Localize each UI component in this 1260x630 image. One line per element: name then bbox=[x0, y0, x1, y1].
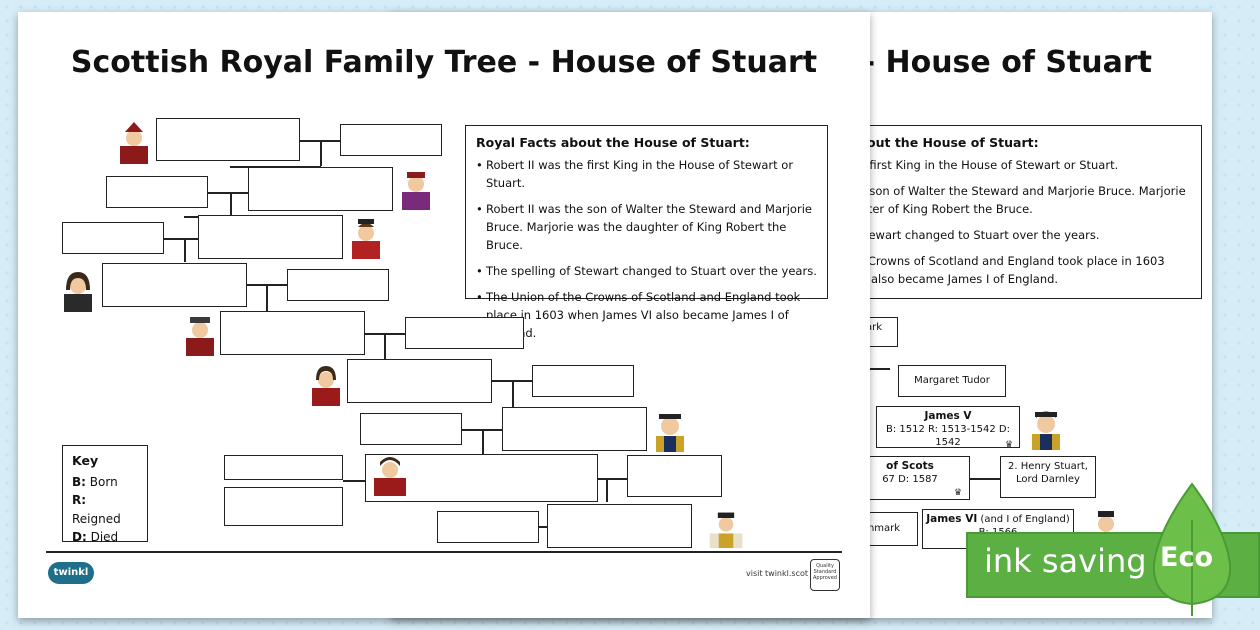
key-row-born: B: Born bbox=[72, 473, 138, 492]
tree-line bbox=[320, 140, 322, 166]
back-denmark-text: nmark bbox=[867, 523, 901, 534]
portrait-james-iv-icon bbox=[312, 366, 340, 406]
facts-box: Royal Facts about the House of Stuart: R… bbox=[465, 125, 828, 340]
name-box-1[interactable] bbox=[156, 118, 300, 161]
tree-line bbox=[164, 238, 198, 240]
tree-line bbox=[539, 526, 547, 528]
spouse-box-3[interactable] bbox=[62, 222, 164, 254]
eco-label: Eco bbox=[1160, 542, 1213, 573]
back-box-james-v: James V B: 1512 R: 1513-1542 D: 1542 bbox=[876, 406, 1020, 448]
back-box-mary: of Scots 67 D: 1587 bbox=[850, 456, 970, 500]
name-box-4[interactable] bbox=[102, 263, 247, 307]
tree-line bbox=[208, 192, 250, 194]
key-meaning: Died bbox=[90, 530, 119, 544]
spouse-box-2[interactable] bbox=[106, 176, 208, 208]
worksheet-front: Scottish Royal Family Tree - House of St… bbox=[18, 12, 870, 618]
back-james-vi-name: James VI bbox=[926, 513, 978, 525]
spouse-box-9[interactable] bbox=[437, 511, 539, 543]
key-title: Key bbox=[72, 453, 99, 468]
portrait-james-ii-icon bbox=[64, 272, 92, 312]
visit-link[interactable]: visit twinkl.scot bbox=[746, 569, 808, 578]
key-letter: B: bbox=[72, 474, 86, 489]
crown-icon: ♛ bbox=[954, 488, 963, 498]
name-box-2[interactable] bbox=[248, 167, 393, 211]
key-letter: D: bbox=[72, 530, 87, 544]
tree-line bbox=[482, 429, 484, 454]
back-margaret-text: Margaret Tudor bbox=[914, 375, 990, 386]
key-meaning: Reigned bbox=[72, 511, 121, 526]
tree-line bbox=[598, 478, 627, 480]
back-title: e - House of Stuart bbox=[831, 45, 1152, 80]
tree-line bbox=[184, 238, 186, 262]
tree-line bbox=[606, 478, 608, 502]
portrait-james-v-icon bbox=[656, 414, 684, 452]
back-line bbox=[870, 368, 890, 370]
key-meaning: Born bbox=[89, 474, 118, 489]
tree-line bbox=[230, 192, 232, 216]
twinkl-logo: twinkl bbox=[48, 562, 94, 584]
name-box-3[interactable] bbox=[198, 215, 343, 259]
spouse-box-5[interactable] bbox=[405, 317, 524, 349]
name-box-5[interactable] bbox=[220, 311, 365, 355]
back-james-v-name: James V bbox=[924, 410, 972, 422]
portrait-james-iii-icon bbox=[186, 317, 214, 356]
tree-line bbox=[384, 333, 386, 359]
quality-badge-icon: Quality Standard Approved bbox=[810, 559, 840, 591]
key-box: Key B: Born R: Reigned D: Died bbox=[62, 445, 148, 544]
name-box-9[interactable] bbox=[547, 504, 692, 548]
eco-drop-icon bbox=[1152, 482, 1232, 616]
back-darnley-text: 2. Henry Stuart, Lord Darnley bbox=[1008, 461, 1088, 485]
key-row-reigned: R: Reigned bbox=[72, 491, 138, 528]
back-ark-text: ark bbox=[865, 322, 883, 333]
fact-4: The Union of the Crowns of Scotland and … bbox=[476, 288, 817, 342]
portrait-james-v-icon bbox=[1032, 411, 1060, 450]
crown-icon: ♛ bbox=[1005, 440, 1014, 450]
spouse-box-6[interactable] bbox=[532, 365, 634, 397]
page-title: Scottish Royal Family Tree - House of St… bbox=[70, 45, 818, 80]
fact-1: Robert II was the first King in the Hous… bbox=[476, 156, 817, 192]
tree-line bbox=[230, 166, 321, 168]
facts-title: Royal Facts about the House of Stuart: bbox=[476, 135, 750, 150]
spouse-box-8a[interactable] bbox=[224, 455, 343, 480]
footer-rule bbox=[46, 551, 842, 553]
back-line bbox=[970, 478, 1000, 480]
fact-3: The spelling of Stewart changed to Stuar… bbox=[476, 262, 817, 280]
spouse-box-8b[interactable] bbox=[224, 487, 343, 526]
tree-line bbox=[512, 380, 514, 407]
spouse-box-1[interactable] bbox=[340, 124, 442, 156]
tree-line bbox=[343, 480, 365, 482]
portrait-mary-queen-of-scots-icon bbox=[374, 457, 406, 496]
back-mary-name: of Scots bbox=[886, 460, 934, 472]
spouse-box-8c[interactable] bbox=[627, 455, 722, 497]
tree-line bbox=[266, 284, 268, 311]
back-box-margaret: Margaret Tudor bbox=[898, 365, 1006, 397]
fact-2: Robert II was the son of Walter the Stew… bbox=[476, 200, 817, 254]
key-letter: R: bbox=[72, 493, 87, 507]
portrait-robert-ii-icon bbox=[120, 122, 148, 164]
portrait-robert-iii-icon bbox=[402, 172, 430, 210]
spouse-box-7[interactable] bbox=[360, 413, 462, 445]
back-james-vi-suffix: (and I of England) bbox=[980, 514, 1070, 525]
back-box-darnley: 2. Henry Stuart, Lord Darnley bbox=[1000, 456, 1096, 498]
spouse-box-4[interactable] bbox=[287, 269, 389, 301]
name-box-6[interactable] bbox=[347, 359, 492, 403]
portrait-james-i-icon bbox=[352, 219, 380, 259]
portrait-james-vi-icon bbox=[709, 512, 743, 548]
badge-text: Quality Standard Approved bbox=[813, 563, 837, 581]
back-mary-dates: 67 D: 1587 bbox=[882, 474, 938, 485]
ink-saving-text: ink saving bbox=[984, 542, 1147, 580]
back-james-v-dates: B: 1512 R: 1513-1542 D: 1542 bbox=[886, 424, 1010, 448]
key-row-died: D: Died bbox=[72, 528, 138, 547]
name-box-7[interactable] bbox=[502, 407, 647, 451]
